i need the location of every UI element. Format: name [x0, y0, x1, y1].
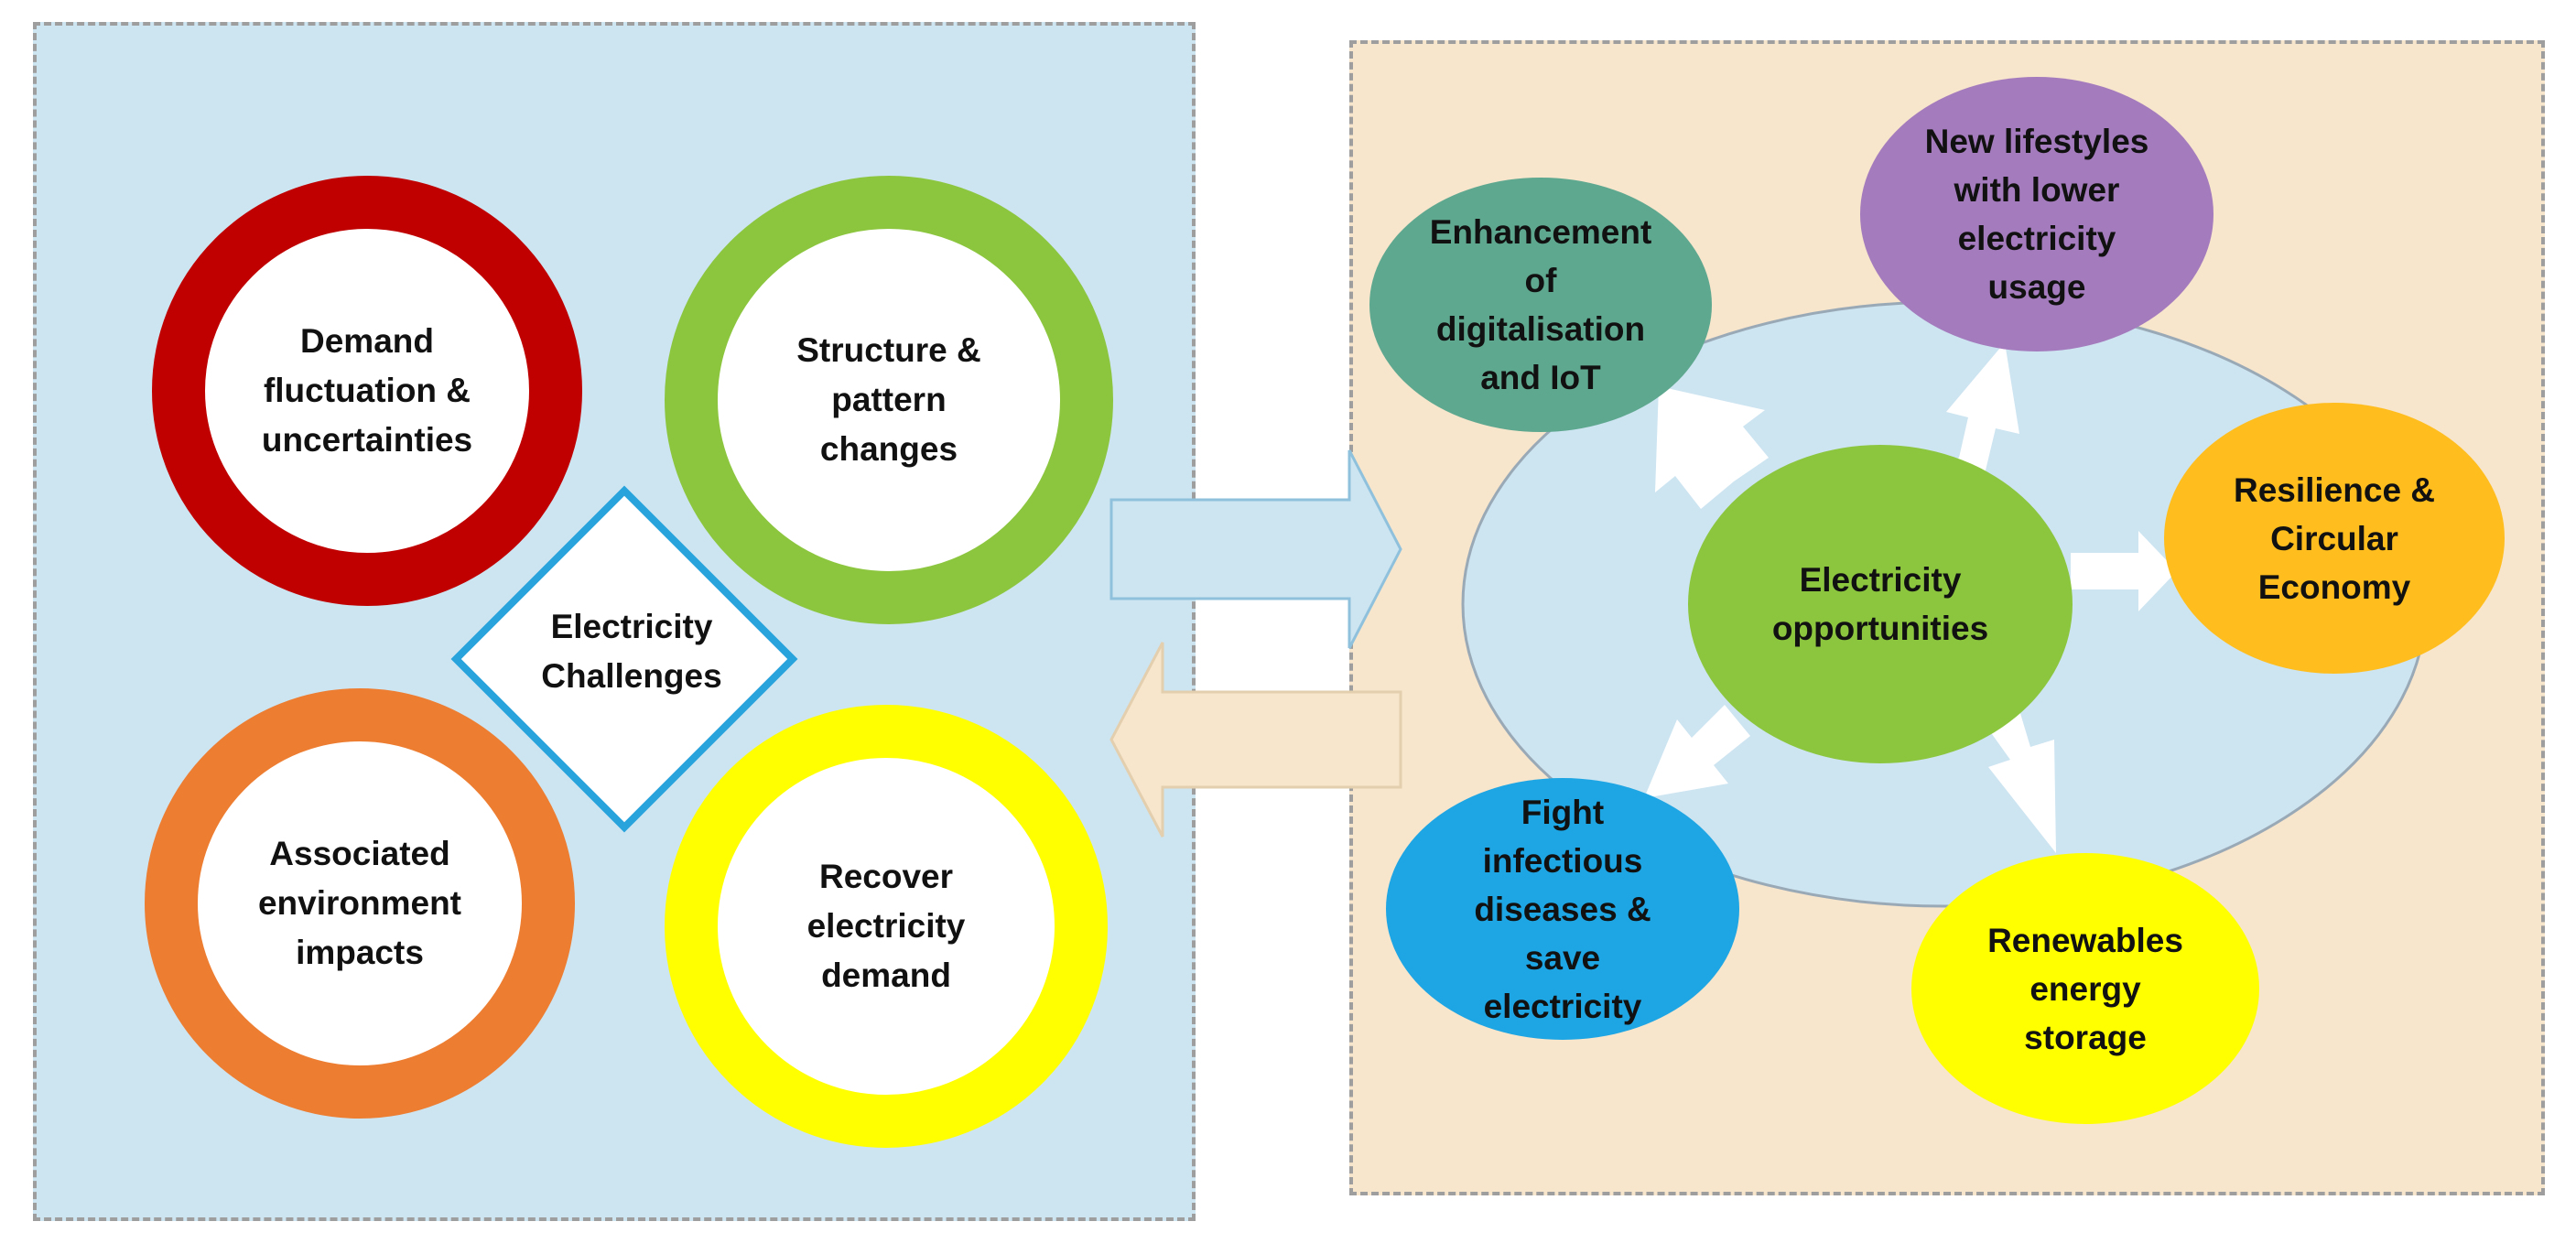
challenge-structure-pattern-label: Structure & pattern changes — [796, 331, 981, 468]
opportunity-lifestyles-label: New lifestyles with lower electricity us… — [1924, 123, 2149, 306]
left-arrow — [1109, 642, 1402, 838]
challenge-environment-impacts-circle: Associated environment impacts — [145, 688, 575, 1119]
spoke-arrow-digital — [1655, 386, 1769, 509]
spoke-arrows — [1644, 342, 2177, 853]
spoke-arrow-lifestyle — [1946, 342, 2019, 474]
opportunity-renewables-label: Renewables energy storage — [1987, 921, 2183, 1056]
opportunity-resilience-label: Resilience & Circular Economy — [2233, 470, 2436, 606]
challenge-demand-fluctuation-circle: Demand fluctuation & uncertainties — [152, 176, 582, 606]
opportunities-center-bubble: Electricity opportunities — [1688, 445, 2073, 763]
opportunity-resilience-bubble: Resilience & Circular Economy — [2164, 403, 2505, 674]
opportunity-lifestyles-bubble: New lifestyles with lower electricity us… — [1860, 77, 2213, 351]
opportunities-center-label: Electricity opportunities — [1771, 561, 1989, 647]
right-arrow — [1109, 449, 1402, 649]
opportunity-infectious-diseases-label: Fight infectious diseases & save electri… — [1474, 793, 1651, 1025]
spoke-arrow-renew — [1983, 710, 2056, 853]
challenge-recover-demand-label: Recover electricity demand — [806, 858, 966, 994]
challenges-center-label: Electricity Challenges — [541, 608, 722, 695]
spoke-arrow-resilience — [2071, 531, 2177, 611]
spoke-arrow-infect — [1644, 705, 1750, 798]
challenge-structure-pattern-circle: Structure & pattern changes — [665, 176, 1113, 624]
opportunity-digitalisation-label: Enhancement of digitalisation and IoT — [1429, 213, 1652, 396]
challenge-recover-demand-circle: Recover electricity demand — [665, 705, 1108, 1148]
challenge-environment-impacts-label: Associated environment impacts — [257, 835, 462, 971]
opportunity-renewables-bubble: Renewables energy storage — [1911, 853, 2259, 1124]
opportunity-digitalisation-bubble: Enhancement of digitalisation and IoT — [1369, 178, 1712, 432]
challenge-demand-fluctuation-label: Demand fluctuation & uncertainties — [261, 322, 473, 459]
opportunity-infectious-diseases-bubble: Fight infectious diseases & save electri… — [1386, 778, 1739, 1040]
